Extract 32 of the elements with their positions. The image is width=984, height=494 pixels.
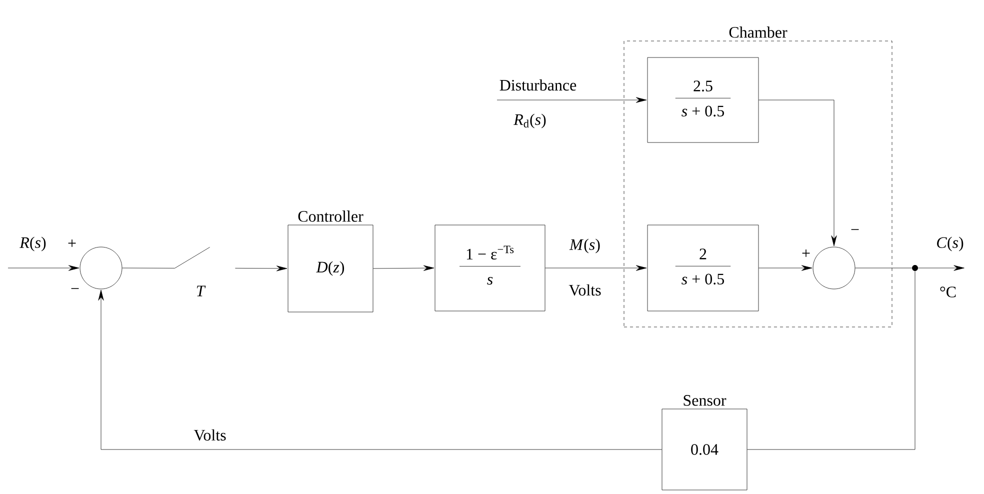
- edge-label: Disturbance: [500, 79, 576, 91]
- transfer-function-box: 2 s + 0.5: [647, 224, 759, 312]
- arrow: [918, 265, 964, 271]
- node-label: Controller: [298, 210, 364, 222]
- summing-junction: [812, 246, 856, 290]
- edge-label: C(s): [937, 236, 964, 252]
- transfer-function-box: 2.5 s + 0.5: [647, 57, 759, 143]
- arrow: [758, 100, 837, 246]
- block-box: Controller D(z): [288, 210, 374, 312]
- arrow: [373, 265, 434, 271]
- block-box: Sensor 0.04: [662, 395, 748, 490]
- signal-label: R$_{d}$(s): [514, 114, 546, 128]
- node-label: Chamber: [729, 26, 788, 38]
- arrow: [98, 290, 662, 450]
- unit-label: °C: [940, 286, 956, 298]
- sign-label: +: [802, 249, 810, 257]
- arrow: [758, 265, 812, 271]
- edge-label: Volts: [194, 429, 226, 441]
- sign-label: +: [68, 239, 76, 247]
- sampler-switch: T: [174, 247, 210, 296]
- transfer-function-box: 1 − ε$^{−Ts}$ s: [434, 224, 546, 312]
- arrow: [545, 265, 647, 271]
- summing-junction: [80, 246, 122, 290]
- arrow: [235, 266, 288, 272]
- connector-line: [747, 271, 916, 450]
- arrow: [496, 97, 647, 103]
- node-label: Sensor: [684, 395, 726, 406]
- edge-label: M(s): [569, 238, 600, 254]
- unit-label: Volts: [568, 284, 601, 296]
- arrow: [8, 265, 80, 271]
- edge-label: R(s): [20, 236, 46, 252]
- sign-label: −: [851, 229, 859, 230]
